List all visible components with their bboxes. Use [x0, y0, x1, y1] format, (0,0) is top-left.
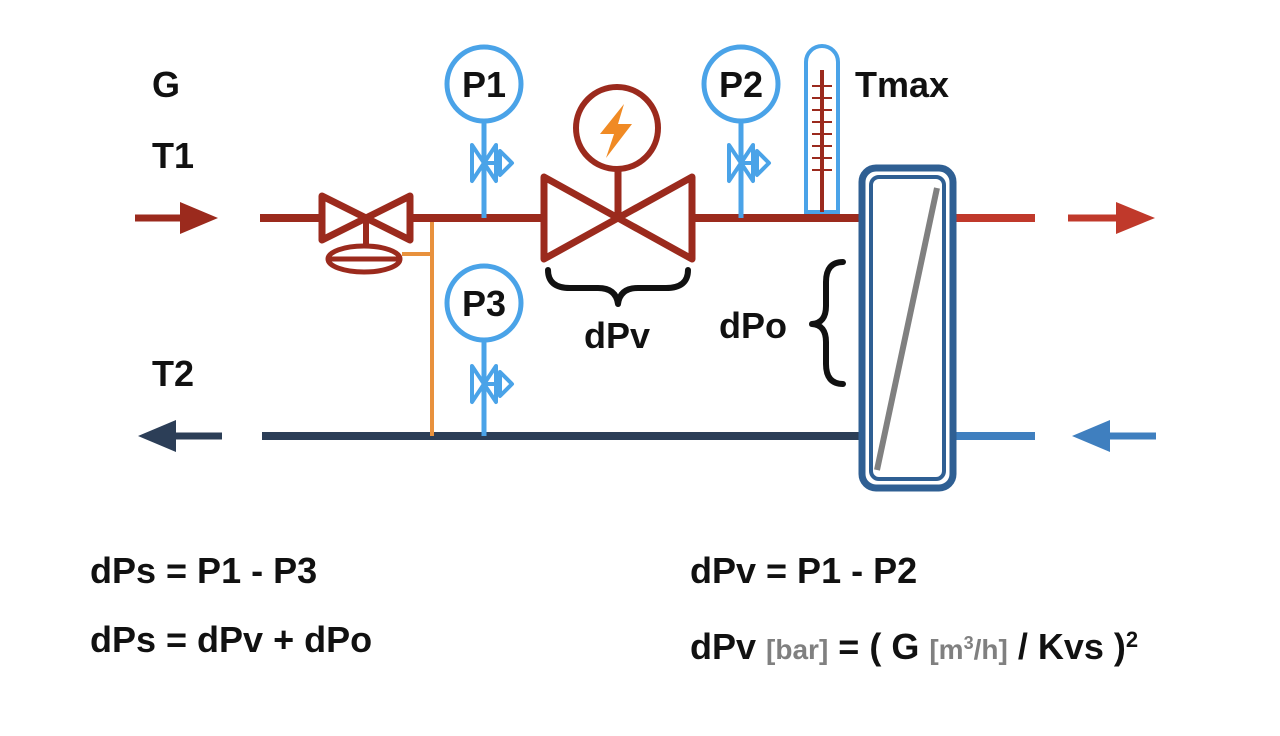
formula-flow-unit: [m3/h]: [929, 633, 1008, 665]
gauge-p2-label: P2: [719, 64, 763, 105]
formula-equals-g: = ( G: [838, 626, 920, 667]
gauge-p1-label: P1: [462, 64, 506, 105]
return-temp-t2-label: T2: [152, 353, 194, 394]
flow-unit-pre: [m: [929, 634, 964, 665]
dpv-brace-icon: [545, 267, 691, 307]
tmax-label: Tmax: [855, 64, 949, 105]
formula-bar-unit: [bar]: [766, 634, 829, 665]
dpo-brace-icon: [809, 259, 846, 387]
formula-kvs-part: / Kvs ): [1017, 626, 1126, 667]
dpo-label: dPo: [719, 305, 787, 346]
flow-unit-cube: 3: [963, 633, 974, 653]
dpv-label: dPv: [584, 315, 650, 356]
supply-outlet-arrow-icon: [1068, 202, 1155, 234]
formula-dps-sum: dPs = dPv + dPo: [90, 619, 373, 660]
formula-dpv-symbol: dPv: [690, 626, 757, 667]
impulse-line: [402, 252, 434, 436]
pressure-gauge-p3-icon: [444, 263, 524, 436]
supply-temp-t1-label: T1: [152, 135, 194, 176]
gauge-p3-label: P3: [462, 283, 506, 324]
return-inlet-arrow-icon: [1072, 420, 1156, 452]
formula-dpv-p1-p2: dPv = P1 - P2: [690, 550, 918, 591]
return-outlet-arrow-icon: [138, 420, 222, 452]
formula-square-exponent: 2: [1125, 627, 1139, 652]
pressure-gauge-p2-icon: [701, 44, 781, 218]
supply-inlet-arrow-icon: [135, 202, 218, 234]
heat-exchanger-icon: [858, 164, 957, 492]
actuator-bolt-icon: [600, 104, 632, 158]
formula-dps-p1-p3: dPs = P1 - P3: [90, 550, 318, 591]
pressure-regulator-valve-icon: [318, 192, 414, 275]
formula-dpv-kvs: dPv [bar] = ( G [m3/h] / Kvs )2: [690, 620, 1138, 670]
flow-unit-post: /h]: [973, 634, 1008, 665]
flow-rate-g-label: G: [152, 64, 180, 105]
thermometer-icon: [804, 44, 840, 214]
pressure-gauge-p1-icon: [444, 44, 524, 218]
